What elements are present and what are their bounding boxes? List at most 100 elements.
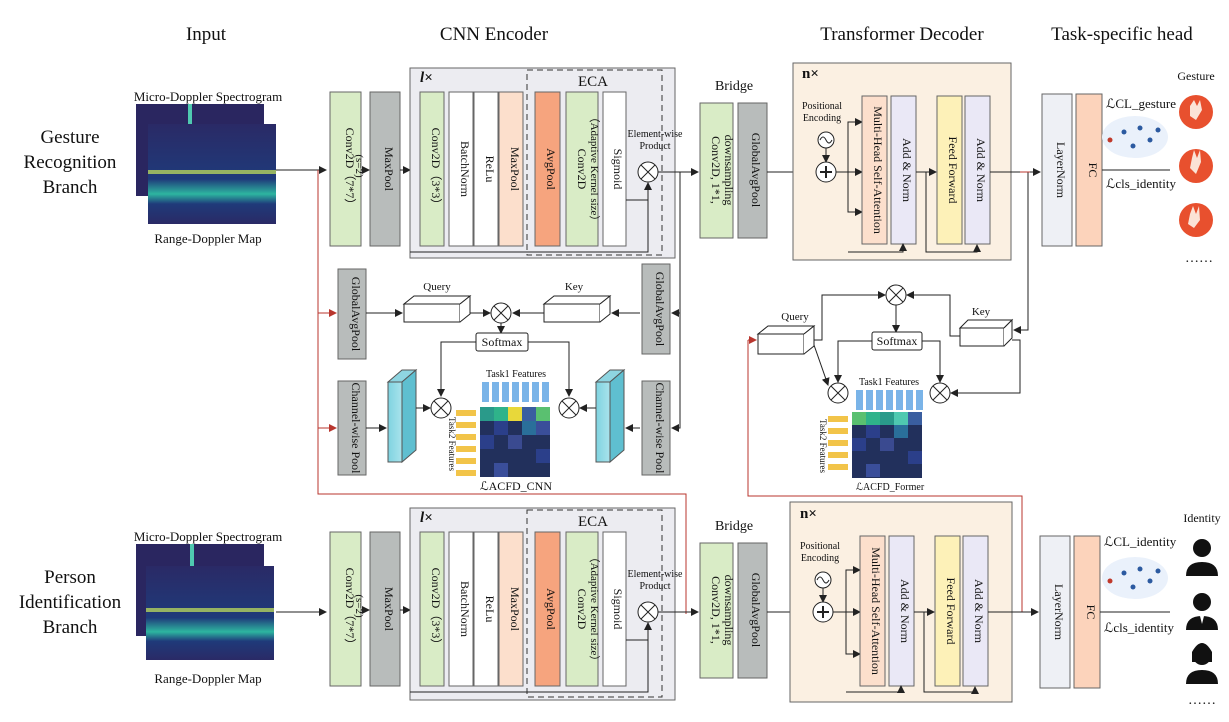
svg-text:Key: Key [565,281,584,293]
maxpool-block-bottom [369,531,401,687]
decoder-bottom: n× Positional Encoding Multi-Head Self-A… [789,501,1039,703]
fc-block-top [1075,93,1103,247]
addnorm2-block-bottom [962,535,989,687]
batchnorm-block-top [448,91,474,247]
svg-text:Positional: Positional [802,101,842,112]
svg-text:l×: l× [420,70,433,86]
feature-slab-right [595,381,611,463]
svg-text:Bridge: Bridge [715,79,753,94]
svg-text:downsampling: downsampling [722,575,736,646]
svg-text:……: …… [1185,251,1213,266]
bridge-gap-bottom [737,542,768,679]
svg-text:ECA: ECA [578,514,608,530]
svg-text:Conv2D: Conv2D [575,149,589,190]
cluster-icon-top [1102,116,1168,158]
branch-label-gesture: Gesture Recognition Branch [24,127,117,198]
svg-text:Sigmoid: Sigmoid [611,149,625,190]
heatmap-former [852,412,922,478]
svg-text:Identity: Identity [1183,511,1220,525]
spectrogram-label-top: Micro-Doppler Spectrogram [134,89,282,104]
svg-text:Feed Forward: Feed Forward [944,578,958,645]
bridge-top: Bridge Conv2D, 1*1, downsampling GlobalA… [699,79,815,239]
svg-text:LayerNorm: LayerNorm [1052,584,1066,641]
eca-conv-block-bottom [565,531,599,687]
svg-text:Multi-Head Self-Attention: Multi-Head Self-Attention [871,106,885,234]
svg-text:(s=2): (s=2) [353,154,365,178]
batchnorm-block-bottom [448,531,474,687]
ff-block-bottom [934,535,961,687]
rd-map-image-bottom [146,566,274,660]
svg-text:Positional: Positional [800,541,840,552]
svg-text:Product: Product [639,581,670,592]
svg-text:n×: n× [802,66,819,82]
loss-cls-identity-bottom: ℒcls_identity [1104,620,1175,635]
svg-text:MaxPool: MaxPool [508,147,522,192]
bridge-conv-top [699,102,734,239]
svg-text:LayerNorm: LayerNorm [1054,142,1068,199]
svg-text:Encoding: Encoding [801,553,839,564]
header-input: Input [186,24,227,45]
layernorm-block-top [1041,93,1073,247]
conv3-block-top [419,91,445,247]
svg-text:Element-wise: Element-wise [628,129,684,140]
red-connectors [317,170,1030,614]
svg-text:Bridge: Bridge [715,519,753,534]
svg-text:n×: n× [800,506,817,522]
svg-text:Feed Forward: Feed Forward [946,137,960,204]
svg-text:Query: Query [423,281,451,293]
avgpool-block-bottom [534,531,561,687]
branch-person-line1: Person [44,567,96,588]
query-block-former [757,333,805,355]
addnorm1-block-top [890,95,917,245]
query-block-cnn [403,303,461,323]
branch-label-person: Person Identification Branch [19,567,122,638]
svg-text:downsampling: downsampling [722,135,736,206]
ff-block-top [936,95,963,245]
svg-text:Conv2D: Conv2D [575,589,589,630]
svg-text:ECA: ECA [578,74,608,90]
svg-text:Softmax: Softmax [482,335,523,349]
svg-text:Conv2D（7*7）: Conv2D（7*7） [343,128,357,211]
svg-text:Encoding: Encoding [803,113,841,124]
encoder-top: Conv2D（7*7） (s=2) MaxPool l× Conv2D（3*3）… [276,67,699,259]
channel-pool-right [641,380,671,476]
svg-text:BatchNorm: BatchNorm [458,581,472,638]
input-images-gesture: Micro-Doppler Spectrogram Range-Doppler … [134,89,282,246]
svg-text:Channel-wise Pool: Channel-wise Pool [349,383,363,475]
svg-text:Channel-wise Pool: Channel-wise Pool [653,383,667,475]
conv7-block-bottom [329,531,362,687]
svg-text:Task1 Features: Task1 Features [486,369,546,380]
svg-text:MaxPool: MaxPool [508,587,522,632]
bridge-bottom: Bridge Conv2D, 1*1, downsampling GlobalA… [699,519,813,679]
svg-text:……: …… [1188,693,1216,708]
decoder-top: n× Positional Encoding Multi-Head Self-A… [792,62,1041,261]
svg-text:ReLu: ReLu [483,156,497,183]
svg-text:Query: Query [781,311,809,323]
key-block-former [959,327,1005,347]
addnorm2-block-top [964,95,991,245]
svg-text:GlobalAvgPool: GlobalAvgPool [349,277,363,352]
svg-text:（Adaptive Kernel size）: （Adaptive Kernel size） [588,552,601,667]
relu-block-bottom [473,531,499,687]
branch-gesture-line3: Branch [43,177,98,198]
bridge-conv-bottom [699,542,734,679]
svg-text:Softmax: Softmax [877,334,918,348]
fusion-cnn: GlobalAvgPool Query Key GlobalAvgPool So… [337,263,671,493]
branch-gesture-line1: Gesture [40,127,99,148]
svg-text:Product: Product [639,141,670,152]
svg-text:Conv2D（3*3）: Conv2D（3*3） [429,128,443,211]
svg-text:Conv2D（3*3）: Conv2D（3*3） [429,568,443,651]
rdmap-label-bottom: Range-Doppler Map [154,671,261,686]
person-icon-1 [1186,539,1218,576]
heatmap-cnn [480,407,550,477]
person-icon-3 [1186,643,1218,684]
svg-text:(s=2): (s=2) [353,594,365,618]
svg-text:FC: FC [1084,605,1098,620]
head-top: LayerNorm FC ℒCL_gesture ℒcls_identity G… [1041,69,1215,266]
svg-text:Add & Norm: Add & Norm [974,138,988,203]
mhsa-block-bottom [859,535,886,687]
svg-text:Conv2D（7*7）: Conv2D（7*7） [343,568,357,651]
svg-text:GlobalAvgPool: GlobalAvgPool [749,573,763,648]
spectrogram-label-bottom: Micro-Doppler Spectrogram [134,529,282,544]
svg-text:Add & Norm: Add & Norm [972,579,986,644]
